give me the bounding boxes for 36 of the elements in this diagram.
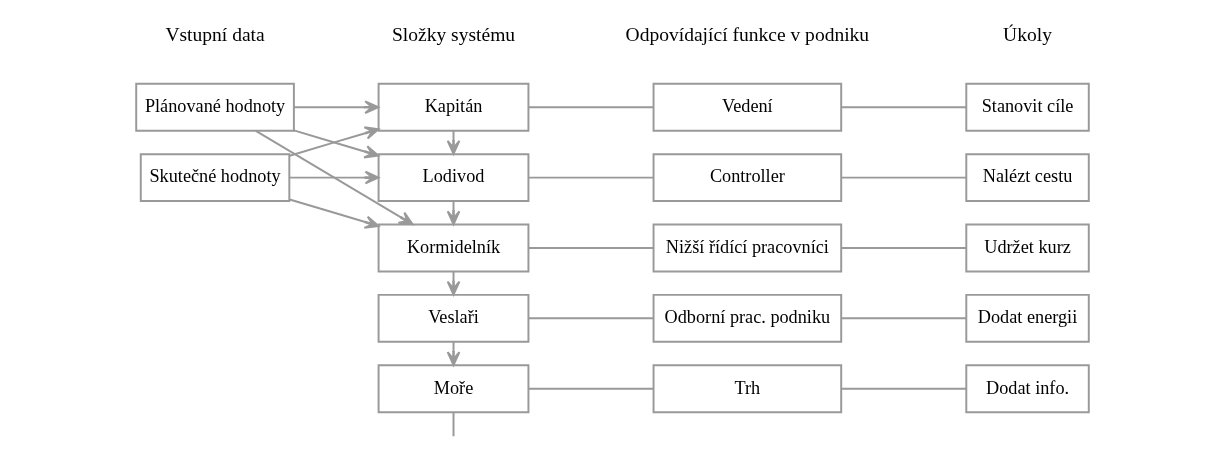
connector — [840, 247, 967, 249]
node-box: Udržet kurz — [964, 223, 1090, 273]
node-box: Veslaři — [377, 293, 529, 343]
node-box: Kormidelník — [377, 223, 529, 273]
label: Složky systému — [391, 24, 515, 46]
arrow — [254, 129, 414, 226]
connector — [527, 176, 654, 179]
connector — [527, 247, 654, 249]
label: Odpovídající funkce v podniku — [625, 24, 869, 46]
connector — [840, 176, 967, 179]
connector — [840, 106, 967, 109]
node-box: Odborní prac. podniku — [652, 293, 842, 343]
arrow — [288, 198, 379, 229]
label: Úkoly — [1002, 24, 1052, 46]
label: Vstupní data — [164, 24, 265, 46]
connector — [527, 317, 654, 320]
node-box: Dodat energii — [964, 293, 1090, 343]
arrow — [292, 100, 379, 115]
node-box: Stanovit cíle — [964, 82, 1090, 132]
node-box: Moře — [377, 364, 529, 414]
node-box: Trh — [652, 364, 842, 414]
node-box: Vedení — [652, 82, 842, 132]
node-box: Controller — [652, 153, 842, 203]
node-box: Lodivod — [377, 153, 529, 203]
node-box: Dodat info. — [964, 364, 1090, 414]
connector — [527, 106, 654, 109]
node-box: Kapitán — [377, 82, 529, 132]
node-box: Skutečné hodnoty — [139, 153, 290, 203]
connector — [452, 411, 454, 438]
node-box: Plánované hodnoty — [134, 82, 295, 132]
connector — [527, 387, 654, 390]
connector — [840, 387, 967, 390]
connector — [840, 317, 967, 320]
arrow — [288, 170, 379, 185]
node-box: Nižší řídící pracovníci — [652, 223, 842, 273]
node-box: Nalézt cestu — [964, 153, 1090, 203]
